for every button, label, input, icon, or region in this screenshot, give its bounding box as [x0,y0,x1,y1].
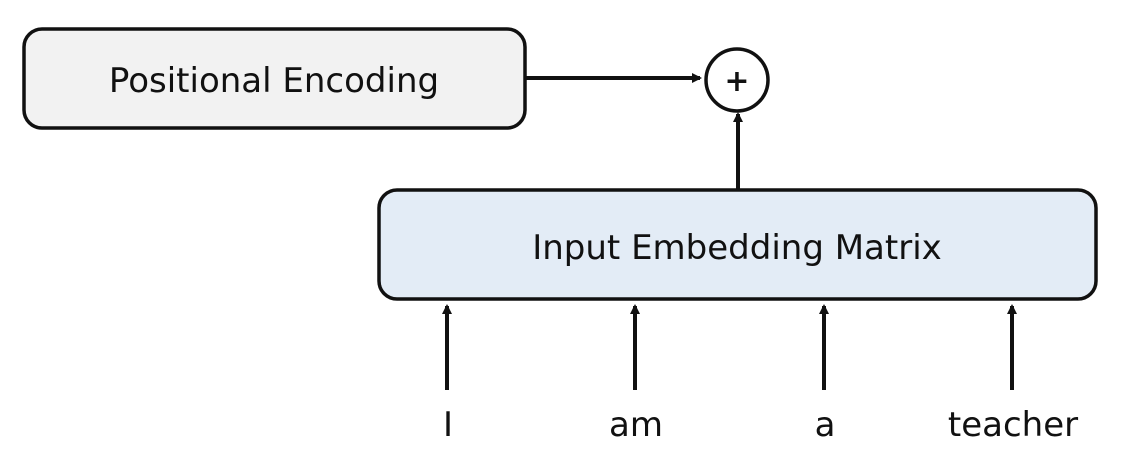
input-embedding-node: Input Embedding Matrix [377,188,1098,301]
add-node: + [704,47,770,113]
add-circle [704,47,770,113]
token-label: a [815,405,836,445]
token-label: teacher [948,405,1078,445]
positional-encoding-node: Positional Encoding [22,27,527,130]
positional-encoding-label: Positional Encoding [109,61,439,101]
token-label: am [609,405,663,445]
add-symbol: + [724,64,749,99]
input-embedding-label: Input Embedding Matrix [532,228,942,268]
token-label: I [443,405,453,445]
input-embedding-box [377,188,1098,301]
